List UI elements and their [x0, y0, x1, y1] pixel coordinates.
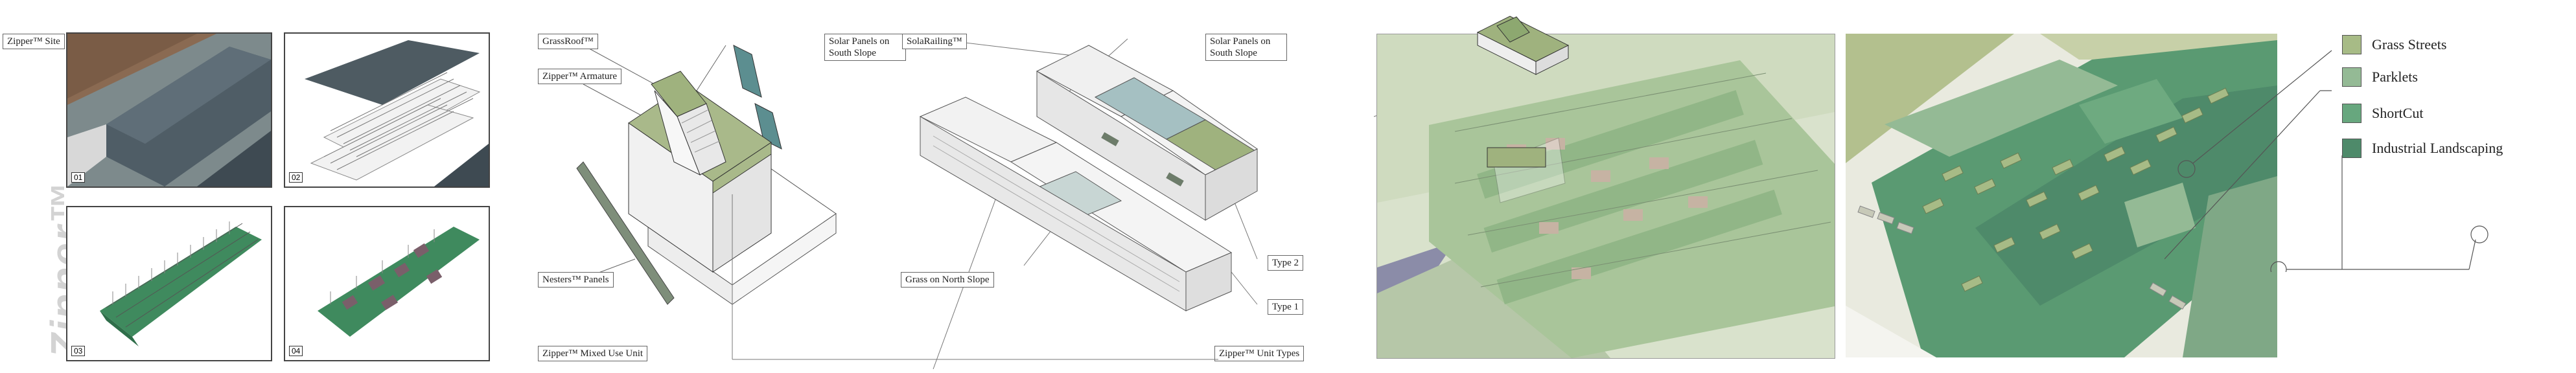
legend-label: Parklets: [2372, 69, 2418, 85]
site-label: Zipper™ Site: [3, 34, 65, 49]
legend-item-grass-streets: Grass Streets: [2342, 35, 2446, 54]
legend-label: Industrial Landscaping: [2372, 140, 2503, 156]
legend-swatch: [2342, 35, 2361, 54]
aerial-view-illustration: [1377, 34, 1835, 358]
zoom-unit-callout: [1476, 16, 1570, 75]
panel-01-illustration: [67, 34, 271, 186]
grass-north-label: Grass on North Slope: [901, 272, 994, 288]
legend-map: [1846, 34, 2277, 357]
solar-label-mixed: Solar Panels on South Slope: [824, 34, 906, 61]
mixed-use-caption: Zipper™ Mixed Use Unit: [538, 346, 648, 361]
legend-swatch: [2342, 139, 2361, 158]
legend-connector-lines: [2164, 50, 2489, 272]
grassroof-label: GrassRoof™: [538, 34, 598, 49]
legend-label: Grass Streets: [2372, 36, 2447, 52]
panel-04-illustration: [318, 227, 480, 337]
legend-item-shortcut: ShortCut: [2342, 104, 2423, 123]
panel-number: 02: [289, 172, 303, 183]
type2-label: Type 2: [1268, 255, 1304, 271]
solarailing-label: SolaRailing™: [902, 34, 967, 49]
legend-label: ShortCut: [2372, 105, 2424, 121]
site-panel-02: 02: [284, 32, 490, 188]
legend-item-industrial-landscaping: Industrial Landscaping: [2342, 139, 2503, 158]
legend-item-parklets: Parklets: [2342, 67, 2418, 87]
panel-02-illustration: [305, 40, 489, 186]
panel-03-illustration: [100, 221, 262, 346]
panel-number: 01: [71, 172, 86, 183]
legend-swatch: [2342, 104, 2361, 123]
aerial-site-view: [1376, 34, 1835, 359]
unit-types-drawing: [919, 38, 1259, 369]
legend-map-illustration: [1846, 34, 2277, 357]
legend-swatch: [2342, 67, 2361, 87]
caption-connector-lines: [732, 90, 1452, 360]
type1-label: Type 1: [1268, 299, 1304, 315]
site-panel-03: 03: [66, 206, 272, 361]
mixed-use-unit-drawing: [576, 45, 837, 305]
site-panel-01: 01: [66, 32, 272, 188]
panel-number: 04: [289, 346, 303, 356]
nesters-label: Nesters™ Panels: [538, 272, 614, 288]
solar-label-units: Solar Panels on South Slope: [1205, 34, 1287, 61]
panel-number: 03: [71, 346, 86, 356]
unit-types-caption: Zipper™ Unit Types: [1214, 346, 1305, 361]
armature-label: Zipper™ Armature: [538, 69, 622, 84]
site-panel-04: 04: [284, 206, 490, 361]
